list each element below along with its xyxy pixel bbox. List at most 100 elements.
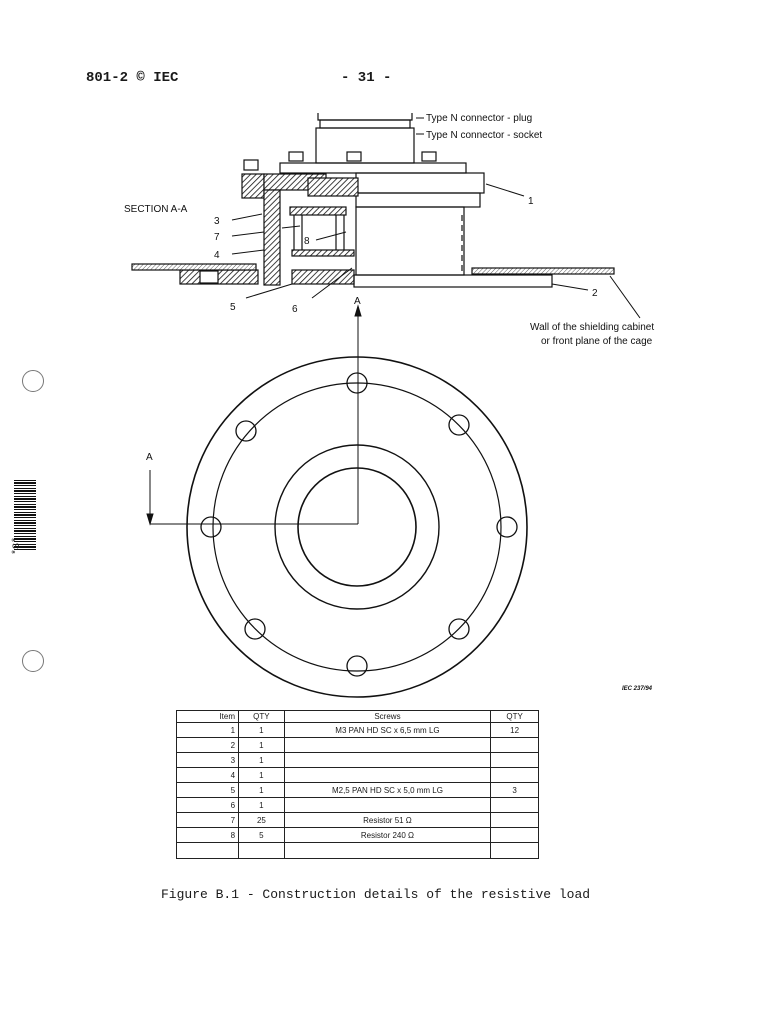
cell-qty-screws: [490, 812, 539, 828]
cell-qty-screws: [490, 797, 539, 813]
base-left: [179, 269, 259, 285]
bolt-hole: [496, 516, 518, 538]
cell-qty: 1: [238, 797, 285, 813]
cell-qty-screws: [490, 752, 539, 768]
bolt-hole: [448, 618, 470, 640]
wall-left: [131, 263, 257, 271]
screw-head: [346, 151, 362, 162]
label-connector-plug: Type N connector - plug: [426, 113, 532, 124]
label-connector-socket: Type N connector - socket: [426, 130, 542, 141]
col-header-item: Item: [175, 710, 240, 723]
table-row: [175, 842, 539, 859]
cell-screws: [283, 737, 492, 753]
binder-hole: [22, 370, 44, 392]
cell-qty-screws: 3: [490, 782, 539, 798]
cell-qty: 1: [238, 752, 285, 768]
base-right: [291, 269, 355, 285]
callout-3: 3: [214, 216, 220, 227]
outer-flange: [186, 356, 528, 698]
callout-1: 1: [528, 196, 534, 207]
col-header-screws: Screws: [283, 710, 492, 723]
bolt-circle: [212, 382, 502, 672]
wall-right: [471, 267, 615, 275]
callout-8: 8: [304, 236, 310, 247]
reference-code: IEC 237/94: [622, 686, 653, 692]
figure-caption: Figure B.1 - Construction details of the…: [161, 887, 591, 902]
callout-2: 2: [592, 288, 598, 299]
cell-qty: [238, 842, 285, 859]
cell-qty-screws: [490, 842, 539, 859]
base-hole: [199, 270, 219, 284]
cell-item: 8: [175, 827, 240, 843]
page-number: - 31 -: [341, 70, 392, 86]
base-plate: [353, 274, 553, 288]
marker-a-left: A: [146, 452, 153, 463]
cell-screws: Resistor 240 Ω: [283, 827, 492, 843]
cell-item: 4: [175, 767, 240, 783]
hatched-disc: [289, 206, 347, 216]
label-wall-1: Wall of the shielding cabinet: [530, 322, 654, 333]
flange-plate: [355, 172, 485, 194]
cell-qty-screws: [490, 827, 539, 843]
col-header-qty: QTY: [238, 710, 285, 723]
cell-item: [175, 842, 240, 859]
cell-item: 5: [175, 782, 240, 798]
binder-hole: [22, 650, 44, 672]
cell-item: 2: [175, 737, 240, 753]
marker-a-top: A: [354, 296, 361, 307]
screw-head: [421, 151, 437, 162]
page-header-left: 801-2 © IEC: [86, 70, 179, 86]
cell-screws: [283, 767, 492, 783]
callout-6: 6: [292, 304, 298, 315]
col-header-qty-screws: QTY: [490, 710, 539, 723]
callout-5: 5: [230, 302, 236, 313]
bolt-hole: [448, 414, 470, 436]
hatched-disc: [291, 249, 355, 257]
callout-7: 7: [214, 232, 220, 243]
bolt-hole: [244, 618, 266, 640]
hatched-block: [241, 173, 265, 199]
cell-qty-screws: 12: [490, 722, 539, 738]
margin-mark: *S*: [12, 536, 23, 555]
cell-screws: [283, 752, 492, 768]
cell-qty-screws: [490, 767, 539, 783]
cell-qty: 1: [238, 737, 285, 753]
cell-screws: Resistor 51 Ω: [283, 812, 492, 828]
cell-item: 6: [175, 797, 240, 813]
bolt-hole: [200, 516, 222, 538]
section-view: [131, 113, 615, 288]
cell-screws: [283, 842, 492, 859]
cell-screws: [283, 797, 492, 813]
callout-4: 4: [214, 250, 220, 261]
flange-step: [355, 192, 481, 208]
cell-qty: 25: [238, 812, 285, 828]
plan-view: [186, 356, 528, 698]
cell-qty: 1: [238, 722, 285, 738]
hatched-block: [307, 177, 359, 197]
bolt-hole: [235, 420, 257, 442]
bolt-hole: [346, 372, 368, 394]
label-wall-2: or front plane of the cage: [541, 336, 653, 347]
screw-head: [288, 151, 304, 162]
load-body: [355, 206, 465, 276]
table-header-row: Item QTY Screws QTY: [175, 710, 539, 723]
cell-item: 7: [175, 812, 240, 828]
cell-qty-screws: [490, 737, 539, 753]
cell-screws: M3 PAN HD SC x 6,5 mm LG: [283, 722, 492, 738]
cell-qty: 1: [238, 767, 285, 783]
hatched-wall: [263, 189, 281, 286]
cell-item: 3: [175, 752, 240, 768]
label-section: SECTION A-A: [124, 204, 188, 215]
cell-qty: 5: [238, 827, 285, 843]
section-marker-a: [146, 304, 362, 526]
screw-head: [243, 159, 259, 171]
barcode: [14, 480, 36, 550]
